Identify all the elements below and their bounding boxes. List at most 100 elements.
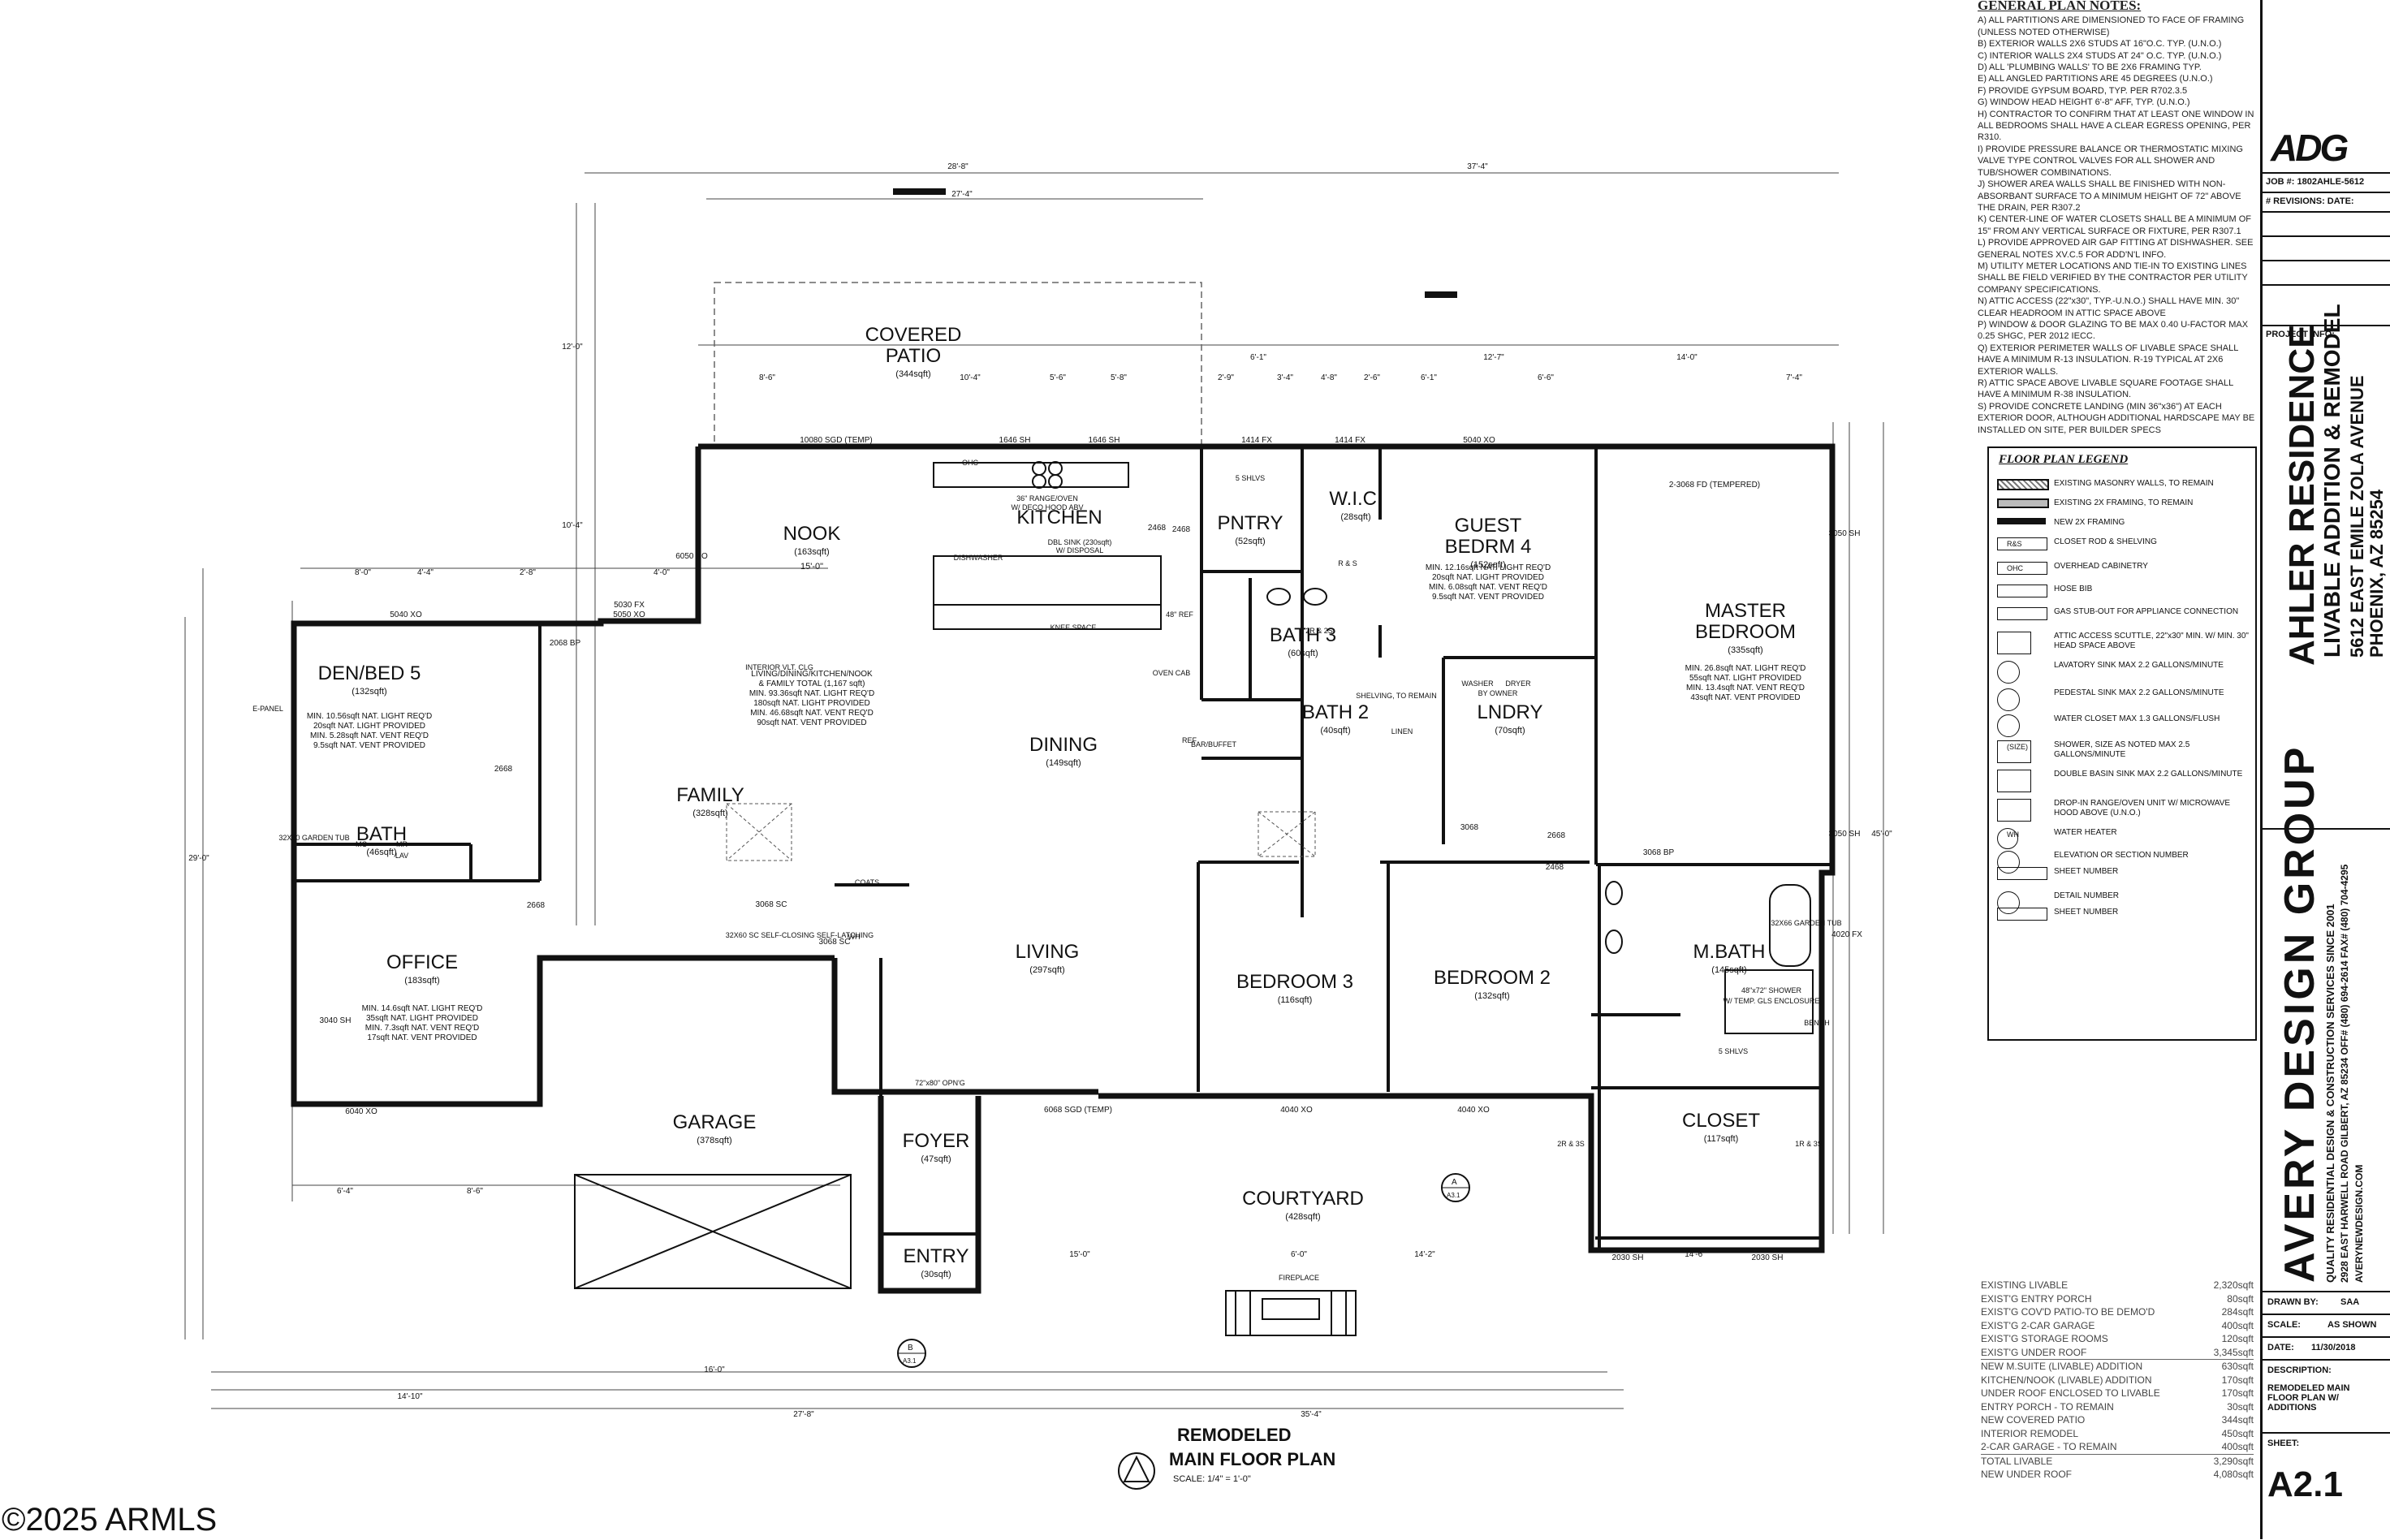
room-note-office: MIN. 7.3sqft NAT. VENT REQ'D	[365, 1024, 479, 1033]
fixture-label: 2R & 2S	[1305, 627, 1333, 635]
plan-note: H) CONTRACTOR TO CONFIRM THAT AT LEAST O…	[1978, 109, 2254, 143]
dimension-label: 15'-0"	[1069, 1250, 1090, 1259]
sqft-value: 284sqft	[2221, 1306, 2254, 1318]
legend-symbol	[1997, 661, 2020, 684]
room-note-office: 17sqft NAT. VENT PROVIDED	[367, 1033, 477, 1042]
room-area-office: (183sqft)	[404, 976, 439, 986]
opening-tag: 2468	[1148, 524, 1167, 533]
floor-plan-drawing: COVEREDPATIO(344sqft)NOOK(163sqft)15'-0"…	[2, 162, 1892, 1538]
fixture-label: DRYER	[1505, 679, 1531, 688]
room-name-kitchen: KITCHEN	[1016, 507, 1102, 528]
room-note-family: 180sqft NAT. LIGHT PROVIDED	[753, 699, 870, 708]
sqft-label: EXISTING LIVABLE	[1981, 1279, 2069, 1291]
legend-item: NEW 2X FRAMING	[2054, 518, 2125, 527]
opening-tag: 3068 SC	[819, 938, 851, 947]
fireplace	[1225, 1290, 1357, 1336]
opening-tag: 4040 XO	[1280, 1106, 1313, 1115]
room-name-living: LIVING	[1016, 941, 1080, 963]
dimension-label: 10'-4"	[562, 521, 583, 530]
fixture-label: E-PANEL	[252, 705, 283, 713]
sqft-label: ENTRY PORCH - TO REMAIN	[1981, 1400, 2114, 1413]
legend-symbol-text: OHC	[2007, 564, 2023, 572]
opening-tag: 10080 SGD (TEMP)	[800, 436, 872, 445]
fixture-label: 32X60 SC SELF-CLOSING SELF-LATCHING	[726, 931, 874, 939]
room-name-master: MASTER	[1705, 600, 1786, 622]
project-scope: LIVABLE ADDITION & REMODEL	[2319, 304, 2345, 658]
dimension-top: 37'-4"	[1467, 162, 1488, 171]
room-name-office: OFFICE	[386, 951, 458, 973]
revisions-header: # REVISIONS: DATE:	[2263, 192, 2390, 211]
room-area-nook: (163sqft)	[794, 547, 829, 557]
legend-symbol	[1997, 867, 2047, 880]
dimension-top: 14'-0"	[1676, 353, 1698, 362]
sqft-label: EXIST'G STORAGE ROOMS	[1981, 1333, 2108, 1344]
room-name-bath3: BATH 3	[1270, 624, 1336, 646]
drawing-scale: SCALE: 1/4" = 1'-0"	[1173, 1474, 1251, 1484]
project-address-1: 5612 EAST EMILE ZOLA AVENUE	[2347, 375, 2367, 658]
opening-tag: 6050 XO	[675, 552, 708, 561]
sqft-label: NEW M.SUITE (LIVABLE) ADDITION	[1981, 1361, 2143, 1372]
legend-symbol-text: R&S	[2007, 540, 2022, 548]
legend-item: SHEET NUMBER	[2054, 867, 2119, 876]
sqft-value: 80sqft	[2227, 1292, 2254, 1305]
room-note-master: MIN. 26.8sqft NAT. LIGHT REQ'D	[1685, 664, 1806, 673]
notes-title: GENERAL PLAN NOTES:	[1978, 0, 2142, 13]
room-labels: COVEREDPATIO(344sqft)NOOK(163sqft)15'-0"…	[307, 324, 1806, 1279]
room-name-guest: GUEST	[1455, 515, 1522, 537]
room-area-wic: (28sqft)	[1340, 512, 1370, 522]
fixture-label: 32X60 GARDEN TUB	[278, 834, 349, 842]
dimension-top: 27'-4"	[951, 190, 973, 199]
dimension-top: 8'-6"	[759, 373, 775, 382]
sqft-label: NEW UNDER ROOF	[1981, 1469, 2072, 1480]
scale-label: SCALE:	[2267, 1320, 2301, 1330]
fixture-label: SHELVING, TO REMAIN	[1356, 692, 1437, 700]
sqft-value: 2,320sqft	[2213, 1279, 2254, 1291]
plan-note: B) EXTERIOR WALLS 2X6 STUDS AT 16"O.C. T…	[1978, 39, 2222, 50]
fixture-label: 72"x80" OPN'G	[915, 1079, 965, 1087]
legend-symbol-text: WH	[2007, 830, 2019, 839]
dimension-top: 7'-4"	[1786, 373, 1802, 382]
legend-symbol	[1997, 537, 2047, 550]
date-value: 11/30/2018	[2311, 1343, 2356, 1352]
attic-access	[726, 803, 1316, 861]
opening-tag: 1414 FX	[1241, 436, 1272, 445]
sqft-value: 400sqft	[2221, 1441, 2254, 1452]
opening-tag: 3068 BP	[1643, 848, 1675, 857]
dimension-label: 29'-0"	[188, 854, 209, 863]
legend-item: PEDESTAL SINK MAX 2.2 GALLONS/MINUTE	[2054, 688, 2224, 697]
room-name2-guest: BEDRM 4	[1445, 536, 1532, 558]
legend-symbol	[1997, 479, 2049, 490]
sqft-value: 120sqft	[2221, 1333, 2254, 1344]
fixture-label: 48" REF	[1166, 610, 1193, 619]
room-area-bedroom3: (116sqft)	[1278, 995, 1313, 1005]
description-label: DESCRIPTION:	[2267, 1365, 2332, 1375]
room-area-bath2: (40sqft)	[1320, 726, 1350, 735]
section-a-sheet: A3.1	[1447, 1192, 1460, 1199]
sqft-value: 3,345sqft	[2213, 1346, 2254, 1358]
dimension-label: 16'-0"	[704, 1365, 725, 1374]
sqft-label: EXIST'G 2-CAR GARAGE	[1981, 1319, 2095, 1331]
plan-note: A) ALL PARTITIONS ARE DIMENSIONED TO FAC…	[1978, 15, 2245, 37]
project-name: AHLER RESIDENCE	[2282, 324, 2322, 666]
sqft-label: TOTAL LIVABLE	[1981, 1455, 2053, 1467]
room-name-mbath: M.BATH	[1693, 941, 1766, 963]
section-b-sheet: A3.1	[903, 1357, 917, 1365]
sheet-label: SHEET:	[2267, 1439, 2300, 1448]
legend-item: DETAIL NUMBER	[2054, 891, 2120, 900]
legend-symbol	[1997, 891, 2020, 914]
opening-tag: 4040 XO	[1457, 1106, 1490, 1115]
plan-note: F) PROVIDE GYPSUM BOARD, TYP. PER R702.3…	[1978, 85, 2188, 96]
room-name-pantry: PNTRY	[1218, 512, 1283, 534]
room-note-guest: 9.5sqft NAT. VENT PROVIDED	[1432, 593, 1544, 602]
opening-tag: 3040 SH	[320, 1016, 352, 1025]
opening-tag: 2668	[1547, 831, 1566, 840]
exterior-walls	[291, 443, 1836, 1294]
room-name2-covered-patio: PATIO	[886, 345, 941, 367]
plan-note: S) PROVIDE CONCRETE LANDING (MIN 36"x36"…	[1978, 401, 2255, 435]
plan-note: R) ATTIC SPACE ABOVE LIVABLE SQUARE FOOT…	[1978, 378, 2233, 400]
